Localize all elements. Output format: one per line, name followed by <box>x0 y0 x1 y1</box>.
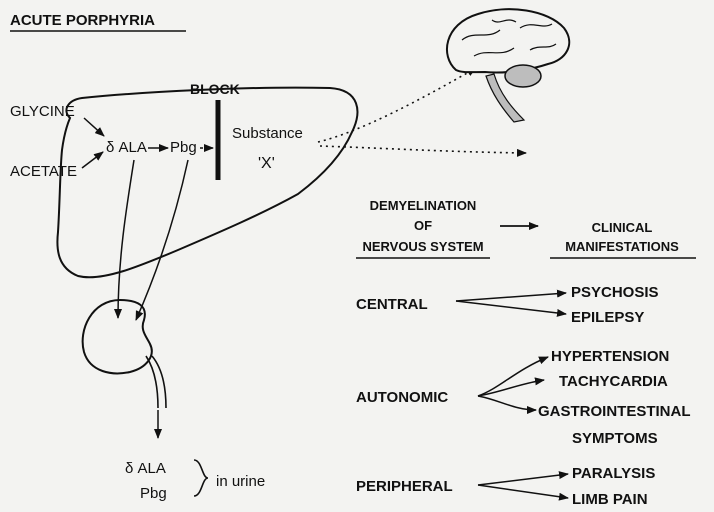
demyelination-line3: NERVOUS SYSTEM <box>362 239 483 254</box>
glycine-arrow <box>84 118 104 136</box>
hypertension-label: HYPERTENSION <box>551 348 669 365</box>
demyelination-line2: OF <box>414 218 432 233</box>
ala-label: δ ALA <box>106 139 147 156</box>
limb-pain-label: LIMB PAIN <box>572 491 648 508</box>
epilepsy-label: EPILEPSY <box>571 309 644 326</box>
dotted-arrow-to-nerves <box>320 146 526 153</box>
acetate-label: ACETATE <box>10 163 77 180</box>
paralysis-label: PARALYSIS <box>572 465 655 482</box>
central-arrow-2 <box>456 301 566 314</box>
block-label: BLOCK <box>190 81 240 97</box>
urine-pbg-label: Pbg <box>140 485 167 502</box>
diagram-title: ACUTE PORPHYRIA <box>10 12 155 29</box>
autonomic-arrow-1 <box>478 357 548 396</box>
clinical-line1: CLINICAL <box>592 220 653 235</box>
dotted-arrow-to-brain <box>318 68 476 142</box>
pbg-label: Pbg <box>170 139 197 156</box>
acetate-arrow <box>82 152 103 168</box>
peripheral-label: PERIPHERAL <box>356 478 453 495</box>
autonomic-arrow-2 <box>478 380 544 396</box>
demyelination-line1: DEMYELINATION <box>370 198 477 213</box>
glycine-label: GLYCINE <box>10 103 75 120</box>
kidney-icon <box>83 300 152 373</box>
urine-label: in urine <box>216 473 265 490</box>
ala-to-kidney-arrow <box>118 160 134 318</box>
clinical-line2: MANIFESTATIONS <box>565 239 679 254</box>
symptoms-label: SYMPTOMS <box>572 430 658 447</box>
pbg-to-kidney-arrow <box>136 160 188 320</box>
brain-icon <box>447 9 569 122</box>
peripheral-arrow-2 <box>478 485 568 498</box>
urine-ala-label: δ ALA <box>125 460 166 477</box>
tachycardia-label: TACHYCARDIA <box>559 373 668 390</box>
ureter-line-2 <box>152 356 166 408</box>
liver-icon <box>57 88 357 278</box>
ureter-line <box>146 356 158 408</box>
substance-label: Substance <box>232 125 303 142</box>
autonomic-label: AUTONOMIC <box>356 389 448 406</box>
autonomic-arrow-3 <box>478 396 536 410</box>
central-arrow-1 <box>456 293 566 301</box>
peripheral-arrow-1 <box>478 474 568 485</box>
psychosis-label: PSYCHOSIS <box>571 284 659 301</box>
substance-x-label: 'X' <box>258 155 275 172</box>
central-label: CENTRAL <box>356 296 428 313</box>
gastrointestinal-label: GASTROINTESTINAL <box>538 403 691 420</box>
urine-brace <box>194 460 208 496</box>
